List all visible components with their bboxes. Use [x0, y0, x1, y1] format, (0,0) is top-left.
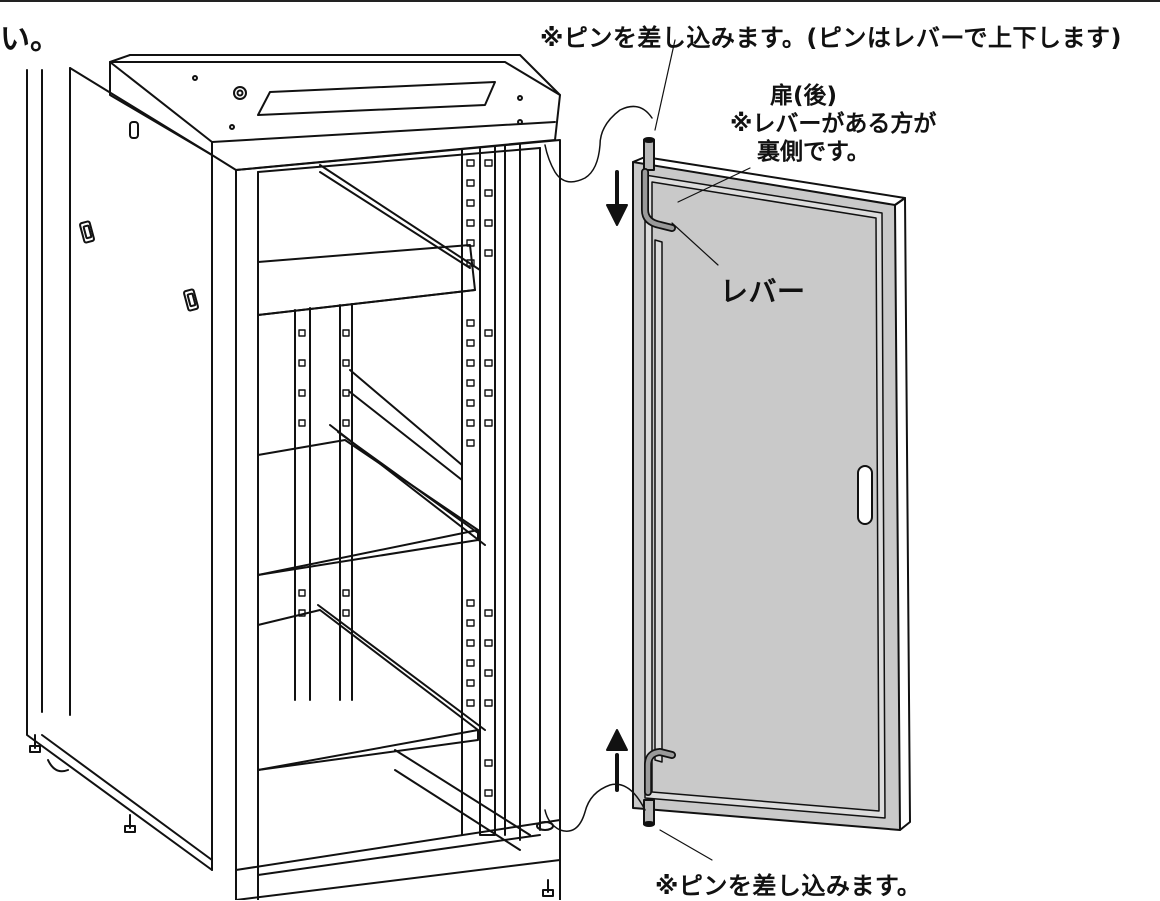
cabinet-roof — [109, 54, 561, 171]
shelf — [257, 604, 486, 771]
arrow-up-icon — [606, 729, 628, 792]
wave-line-bottom — [544, 783, 646, 832]
side-panel-handle — [79, 220, 95, 244]
pin-insert-note-bottom: ※ピンを差し込みます。 — [655, 872, 922, 900]
top-border-line — [0, 0, 1160, 2]
hinge-pin-bottom — [643, 799, 655, 827]
caster — [29, 734, 41, 753]
heading-fragment: い。 — [0, 22, 60, 57]
hinge-pin-top — [643, 137, 655, 171]
pin-insert-note-top: ※ピンを差し込みます。(ピンはレバーで上下します) — [540, 24, 1122, 52]
shelf — [257, 424, 486, 576]
shelf — [257, 164, 481, 316]
door-note-line2: 裏側です。 — [757, 139, 870, 165]
door-title: 扉(後) — [770, 83, 838, 109]
caster — [542, 879, 554, 897]
mounting-rail — [461, 143, 521, 841]
wave-line-top — [544, 105, 653, 183]
rear-door — [632, 137, 911, 831]
server-rack-cabinet — [26, 54, 561, 900]
caster — [124, 814, 136, 833]
arrow-down-icon — [606, 170, 628, 226]
lever-label: レバー — [720, 275, 806, 308]
side-panel-handle — [183, 288, 199, 312]
door-handle-slot — [857, 465, 873, 525]
rail-slots — [298, 159, 493, 797]
door-note-line1: ※レバーがある方が — [730, 111, 937, 137]
